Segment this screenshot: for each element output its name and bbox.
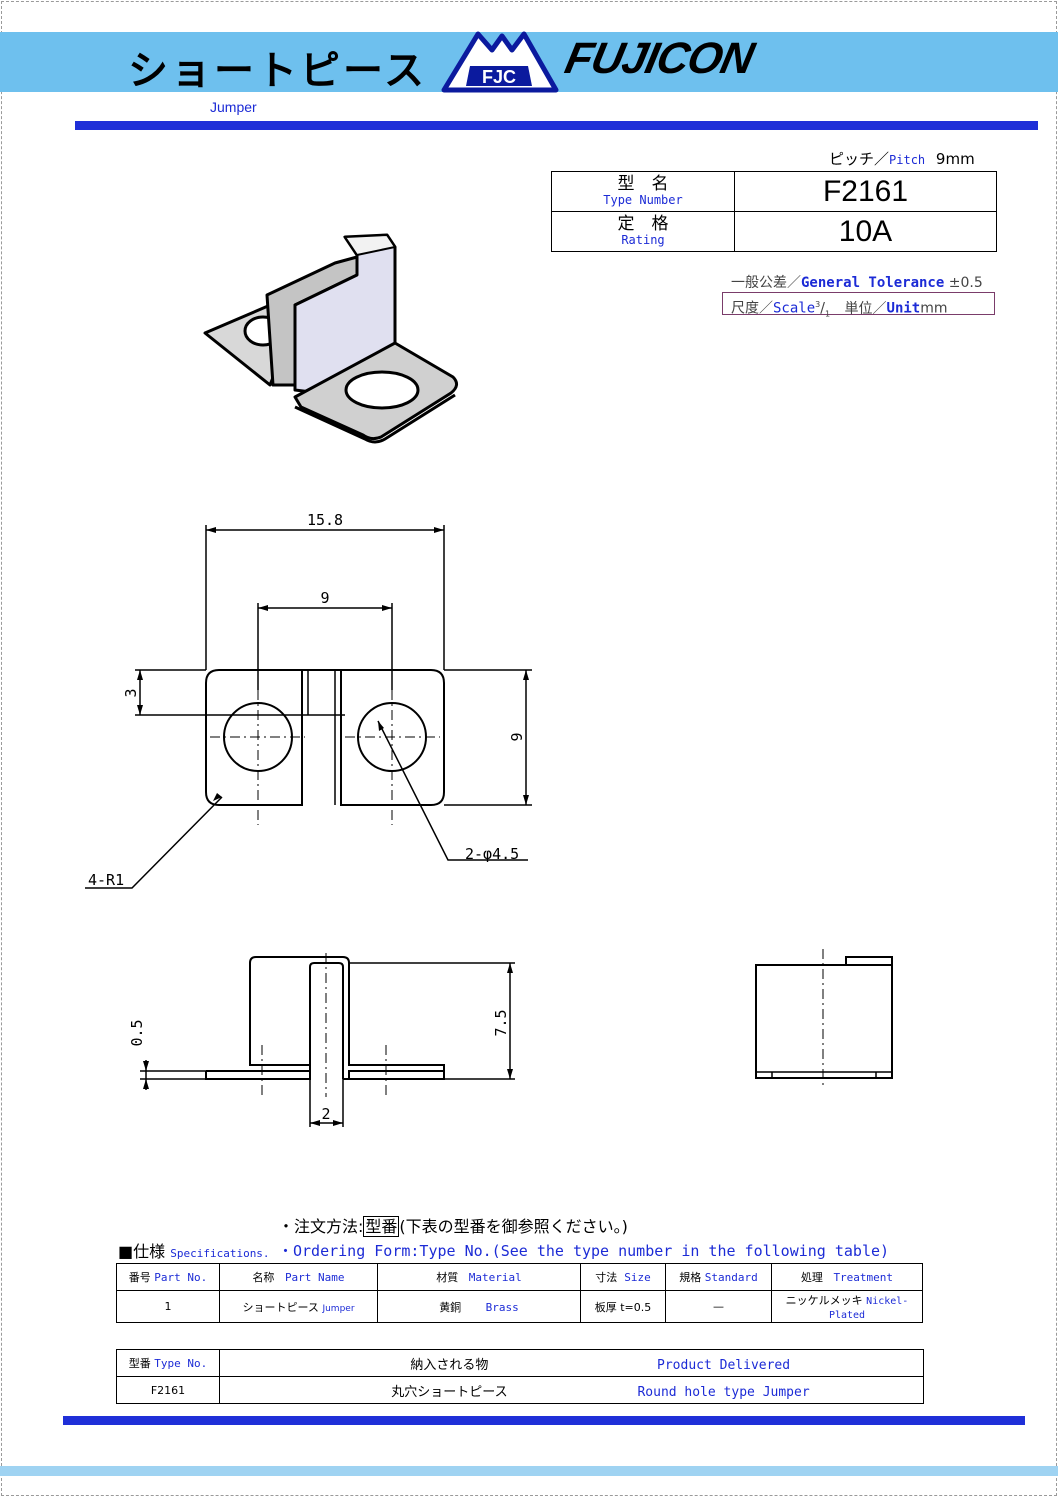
footer-rule bbox=[63, 1416, 1025, 1425]
dim-standoff: 7.5 bbox=[492, 1009, 510, 1036]
dim-height: 9 bbox=[508, 732, 526, 741]
spec-cell: 黄銅 bbox=[439, 1300, 462, 1314]
type-value: F2161 bbox=[734, 171, 997, 212]
type-label-jp: 型 名 bbox=[617, 174, 669, 195]
delivery-col-jp: 納入される物 bbox=[410, 1357, 489, 1373]
spec-cell-en: Jumper bbox=[322, 1303, 355, 1314]
delivery-product-en: Round hole type Jumper bbox=[637, 1384, 810, 1400]
order-jp-boxed: 型番 bbox=[363, 1216, 400, 1237]
delivery-product-jp: 丸穴ショートピース bbox=[391, 1384, 508, 1400]
spec-heading-jp: ■仕様 bbox=[118, 1242, 166, 1261]
dim-pitch: 9 bbox=[320, 589, 329, 607]
pitch-en: Pitch bbox=[889, 153, 926, 167]
dim-holes: 2-φ4.5 bbox=[465, 845, 519, 863]
type-table: 型 名 Type Number F2161 定 格 Rating 10A bbox=[551, 171, 997, 252]
spec-heading: ■仕様 Specifications. bbox=[118, 1238, 270, 1262]
delivery-table: 型番 Type No. 納入される物 Product Delivered F21… bbox=[116, 1349, 924, 1404]
scale-box: 尺度／Scale3/1 単位／Unitmm bbox=[722, 292, 995, 319]
isometric-view bbox=[203, 233, 458, 444]
top-view-drawing: 15.8 9 3 9 2-φ4.5 4-R1 bbox=[85, 511, 532, 889]
spec-col-en: Standard bbox=[704, 1271, 758, 1284]
front-view-drawing: 0.5 7.5 2 bbox=[128, 953, 515, 1127]
rating-label-jp: 定 格 bbox=[617, 214, 669, 235]
header-rule bbox=[75, 121, 1038, 130]
delivery-col-jp: 型番 bbox=[128, 1357, 151, 1370]
fujicon-logo: FUJICON bbox=[560, 34, 758, 83]
spec-cell: 1 bbox=[116, 1290, 220, 1323]
spec-col-jp: 番号 bbox=[128, 1271, 151, 1284]
unit-jp: 単位／ bbox=[844, 300, 887, 317]
tolerance-jp: 一般公差／ bbox=[731, 275, 801, 291]
order-jp: ・注文方法:型番(下表の型番を御参照ください。) bbox=[278, 1213, 628, 1237]
pitch-line: ピッチ／Pitch 9mm bbox=[829, 148, 975, 169]
spec-table: 番号 Part No. 名称 Part Name 材質 Material 寸法 … bbox=[116, 1263, 923, 1323]
delivery-col-en: Type No. bbox=[154, 1357, 208, 1370]
dim-width: 15.8 bbox=[307, 511, 343, 529]
delivery-type-value: F2161 bbox=[116, 1376, 220, 1404]
spec-col-jp: 寸法 bbox=[595, 1271, 618, 1284]
spec-cell: 板厚 t=0.5 bbox=[580, 1290, 666, 1323]
scale-num: 3 bbox=[815, 300, 821, 309]
pitch-jp: ピッチ／ bbox=[829, 150, 890, 168]
spec-col-jp: 材質 bbox=[436, 1271, 459, 1284]
spec-col-jp: 規格 bbox=[679, 1271, 702, 1284]
spec-cell-en: Nickel-Plated bbox=[828, 1296, 909, 1321]
scale-en: Scale bbox=[773, 300, 816, 317]
spec-col-jp: 名称 bbox=[252, 1271, 275, 1284]
spec-cell: ショートピース bbox=[242, 1300, 319, 1314]
delivery-data-row: F2161 丸穴ショートピース Round hole type Jumper bbox=[116, 1376, 924, 1404]
pitch-value: 9mm bbox=[935, 150, 975, 168]
order-jp-rest: (下表の型番を御参照ください。) bbox=[399, 1217, 628, 1236]
spec-col-en: Part Name bbox=[284, 1271, 345, 1284]
tolerance-en: General Tolerance bbox=[801, 275, 945, 291]
spec-col-en: Part No. bbox=[154, 1271, 208, 1284]
side-view-drawing bbox=[755, 949, 893, 1085]
delivery-header-row: 型番 Type No. 納入される物 Product Delivered bbox=[116, 1349, 924, 1377]
fjc-logo-text: FJC bbox=[482, 67, 516, 87]
type-label-en: Type Number bbox=[603, 193, 683, 208]
unit-en: Unit bbox=[886, 300, 921, 317]
page-title: ショートピース bbox=[128, 48, 427, 94]
dim-radius: 4-R1 bbox=[88, 871, 124, 889]
spec-cell-en: Brass bbox=[485, 1300, 519, 1314]
order-jp-text: ・注文方法: bbox=[278, 1217, 364, 1236]
dim-thickness: 0.5 bbox=[128, 1019, 146, 1046]
unit-value: mm bbox=[920, 300, 948, 317]
dim-edge: 3 bbox=[122, 688, 140, 697]
rating-label-en: Rating bbox=[621, 233, 665, 248]
spec-cell: ニッケルメッキ bbox=[785, 1294, 863, 1307]
dim-gap: 2 bbox=[321, 1105, 330, 1123]
spec-col-jp: 処理 bbox=[800, 1271, 823, 1284]
spec-cell: — bbox=[665, 1290, 772, 1323]
delivery-col-en: Product Delivered bbox=[657, 1357, 791, 1373]
tolerance-value: ±0.5 bbox=[948, 275, 983, 291]
footer-band bbox=[0, 1466, 1058, 1476]
spec-data-row: 1 ショートピース Jumper 黄銅 Brass 板厚 t=0.5 — ニッケ… bbox=[116, 1290, 923, 1323]
spec-col-en: Size bbox=[624, 1271, 651, 1284]
spec-col-en: Material bbox=[468, 1271, 522, 1284]
spec-header-row: 番号 Part No. 名称 Part Name 材質 Material 寸法 … bbox=[116, 1263, 923, 1291]
order-en: ・Ordering Form:Type No.(See the type num… bbox=[278, 1242, 890, 1260]
tolerance-line: 一般公差／General Tolerance ±0.5 bbox=[731, 272, 983, 292]
scale-den: 1 bbox=[824, 309, 831, 319]
rating-value: 10A bbox=[734, 211, 997, 252]
spec-heading-en: Specifications. bbox=[170, 1247, 270, 1260]
subtitle: Jumper bbox=[210, 99, 257, 115]
fjc-logo: FJC bbox=[441, 31, 559, 93]
scale-jp: 尺度／ bbox=[731, 300, 773, 317]
spec-col-en: Treatment bbox=[833, 1271, 894, 1284]
